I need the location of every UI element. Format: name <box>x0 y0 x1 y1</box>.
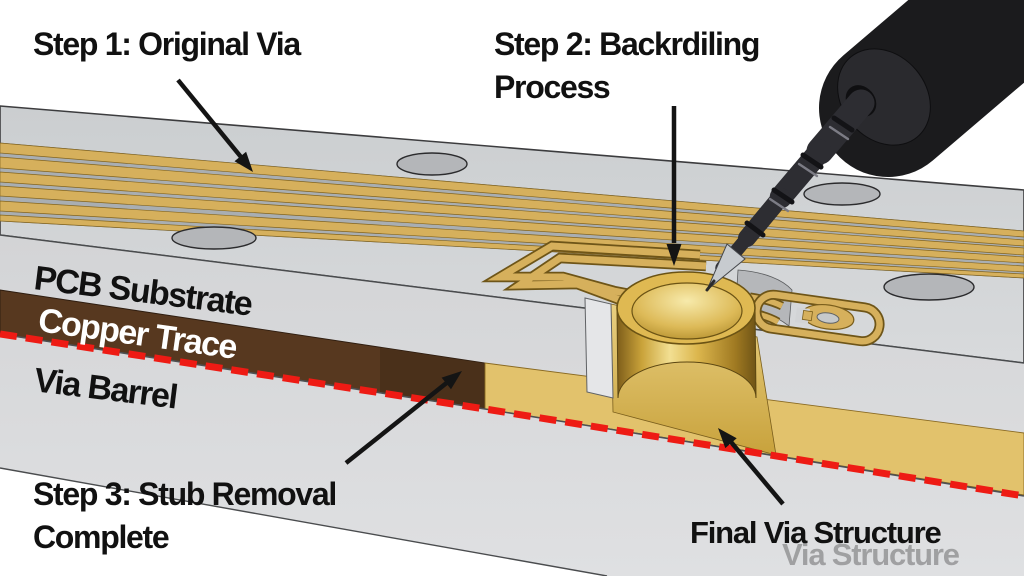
backdrill-depth-line <box>0 330 1024 500</box>
flute-highlight <box>797 162 819 178</box>
pad-loop <box>751 289 885 347</box>
via-hole <box>396 152 468 176</box>
flute <box>800 152 824 170</box>
callout-arrows <box>176 78 785 506</box>
label-final-via: Final Via Structure <box>690 515 941 550</box>
flute <box>744 220 766 238</box>
copper-stripe <box>0 171 1024 256</box>
c-pad-tab <box>801 310 813 322</box>
drill-bit-highlights <box>768 125 850 213</box>
flute-highlight <box>828 125 850 141</box>
barrel-bore <box>631 282 743 340</box>
arrow-step2-head <box>666 244 682 266</box>
via-hole <box>803 182 881 206</box>
arrow-final-line <box>729 440 785 506</box>
pad-loop-trace <box>753 291 883 345</box>
drill-bit-segment <box>769 139 832 209</box>
arrow-final-head <box>718 428 737 449</box>
notch-left-wall <box>584 297 614 399</box>
copper-stripe <box>0 185 1024 264</box>
arrow-step1-head <box>234 151 253 172</box>
via-hole <box>171 226 257 250</box>
flute <box>771 187 795 205</box>
drill <box>705 0 1024 292</box>
pcb-bottom-edge <box>0 467 608 576</box>
via-hole <box>883 273 975 301</box>
via-holes <box>171 152 975 301</box>
flute-highlight <box>768 197 790 213</box>
drill-tip-silver <box>706 243 746 291</box>
arrow-step3-head <box>441 371 462 390</box>
label-step3-line1: Step 3: Stub Removal <box>33 476 336 512</box>
c-pad <box>794 303 855 331</box>
copper-stripe <box>0 200 1024 273</box>
label-final-via-ghost: Via Structure <box>782 537 960 572</box>
drill-tip-point <box>705 279 716 292</box>
c-pad-hole <box>816 312 840 324</box>
arrow-step3-line <box>344 379 451 465</box>
label-step2-line2: Process <box>494 69 610 105</box>
stub-slot-shade <box>380 348 485 409</box>
drill-bit-flutes <box>744 115 855 238</box>
arrow-step1-line <box>176 78 243 159</box>
label-step2-line1: Step 2: Backrdiling <box>494 26 759 62</box>
label-step3-line2: Complete <box>33 519 169 555</box>
depth-line-dashed-red <box>0 330 1024 500</box>
via-barrel-cup <box>616 271 757 399</box>
label-step1: Step 1: Original Via <box>33 26 301 62</box>
flute <box>831 115 855 133</box>
